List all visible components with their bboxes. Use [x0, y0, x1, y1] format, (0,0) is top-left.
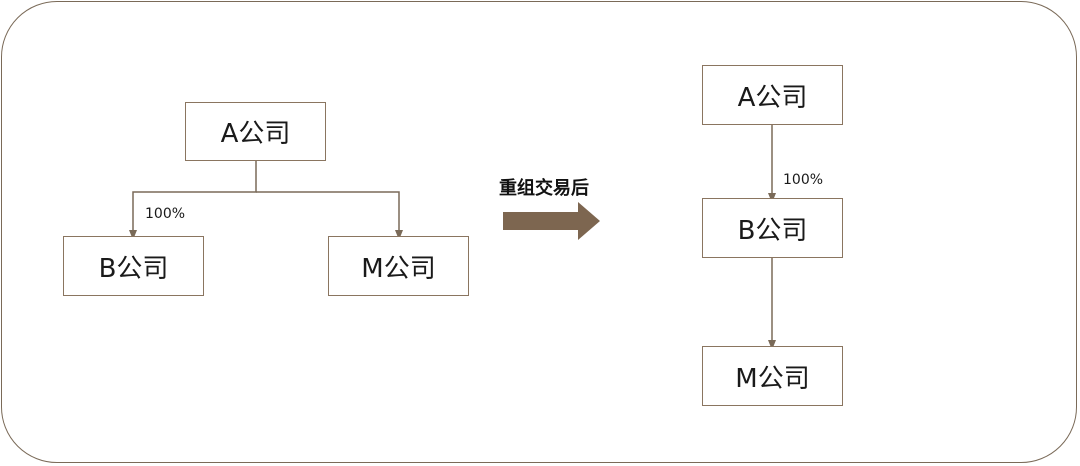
ownership-label-b: 100% [145, 206, 186, 222]
transition-arrow-icon [503, 202, 600, 240]
ownership-label-after: 100% [783, 172, 824, 188]
node-m-before: M公司 [328, 236, 469, 296]
node-b-before: B公司 [63, 236, 204, 296]
node-a-after: A公司 [702, 65, 843, 125]
connector-a-to-b [129, 161, 257, 240]
node-m-after: M公司 [702, 346, 843, 406]
connector-a-to-m [256, 191, 403, 240]
node-b-after: B公司 [702, 198, 843, 258]
transition-label: 重组交易后 [499, 178, 589, 199]
node-a-before: A公司 [185, 102, 326, 161]
